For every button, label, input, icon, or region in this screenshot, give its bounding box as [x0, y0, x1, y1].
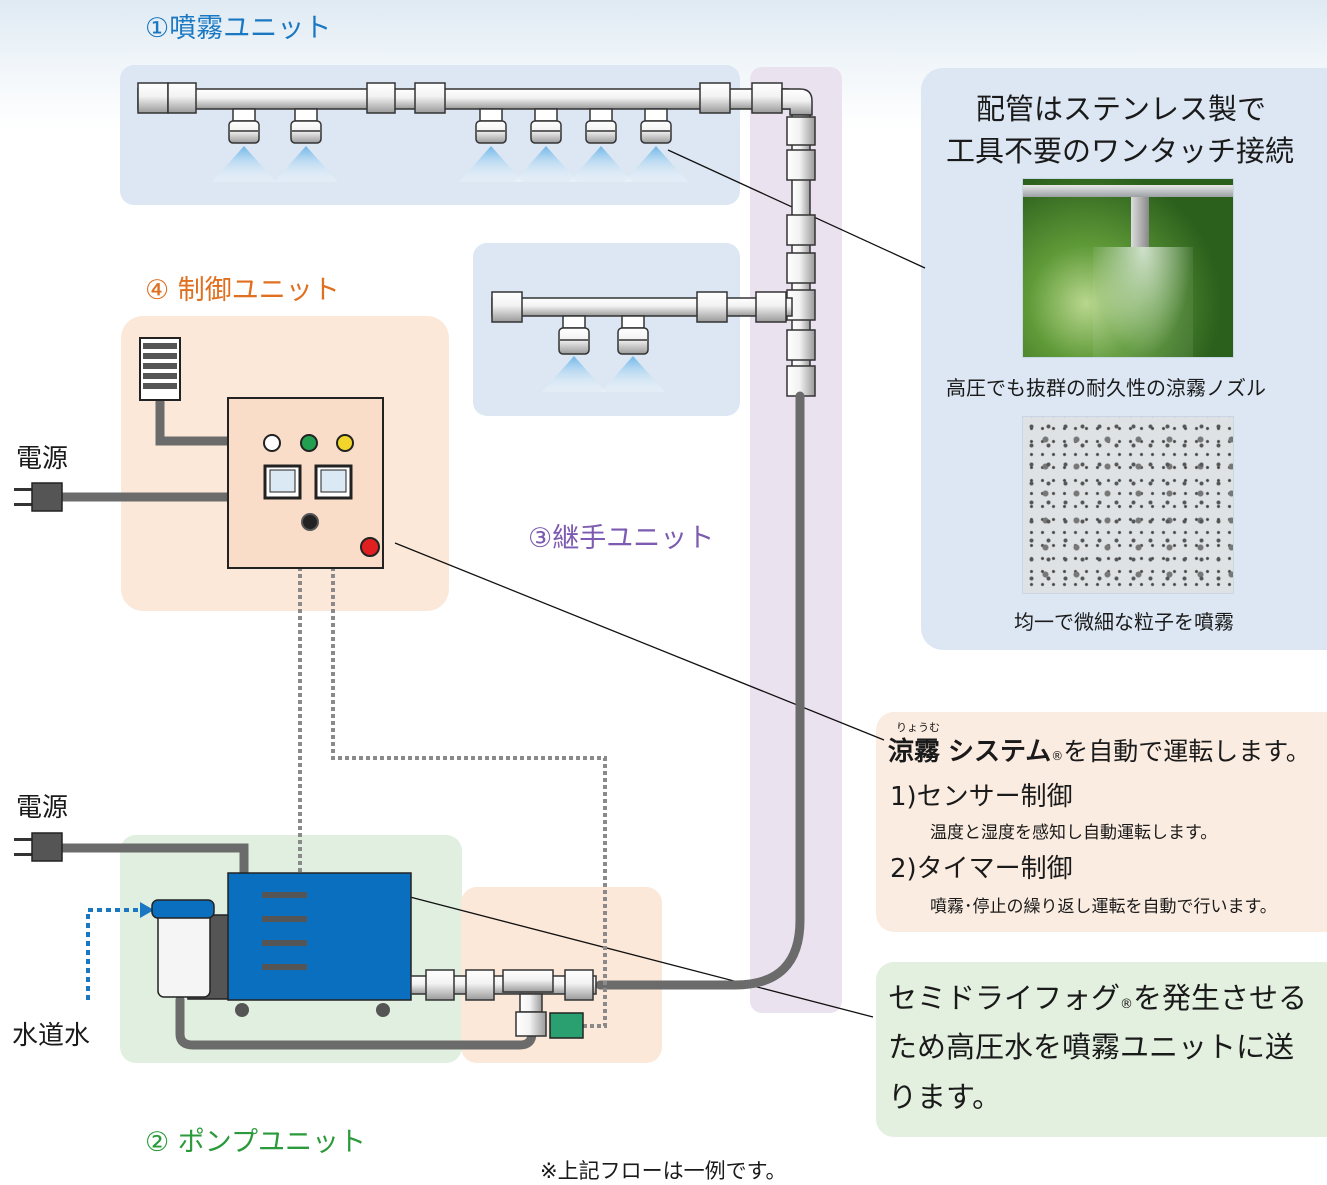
plug-icon-bottom	[14, 832, 63, 862]
main-hose	[595, 391, 805, 990]
timer-control-title: 2)タイマー制御	[890, 854, 1073, 884]
lamp-green	[300, 434, 318, 452]
registered-mark-2: ®	[1120, 997, 1134, 1012]
nozzle-in-photo	[1131, 197, 1149, 247]
pump-note-line2: ため高圧水を噴霧ユニットに送	[888, 1030, 1295, 1064]
nozzles-branch	[558, 315, 649, 355]
particle-photo	[1022, 416, 1234, 594]
power-label-top: 電源	[16, 444, 69, 474]
sensor-control-desc: 温度と湿度を感知し自動運転します。	[930, 823, 1218, 843]
leader-pump	[409, 896, 874, 1018]
ruby-reading: りょうむ	[896, 721, 940, 734]
pump-note-line1-end: を発生させる	[1133, 981, 1308, 1015]
lamp-white	[263, 434, 281, 452]
spray-unit-label: ①噴霧ユニット	[145, 13, 332, 44]
power-label-bottom: 電源	[16, 793, 69, 823]
water-supply-label: 水道水	[12, 1021, 91, 1051]
pump-body	[227, 872, 412, 1001]
registered-mark: ®	[1051, 749, 1064, 763]
nozzle-photo	[1022, 178, 1234, 358]
semidry-fog-word: セミドライフォグ	[888, 981, 1121, 1015]
leader-lines	[394, 149, 926, 1018]
pipe-in-photo	[1023, 185, 1233, 197]
system-word: システム	[948, 737, 1052, 767]
pump-note-panel	[876, 962, 1327, 1137]
control-note-rest: を自動で運転します。	[1063, 737, 1311, 766]
branch-spray-pipe	[491, 291, 793, 323]
hoses	[55, 391, 805, 1050]
control-sensor-cable	[155, 395, 233, 446]
pipe-title-line1: 配管はステンレス製で	[976, 92, 1267, 126]
leader-control	[394, 542, 885, 741]
pump-unit	[151, 872, 412, 1017]
water-arrow-icon	[140, 902, 154, 918]
sensor-icon	[139, 337, 181, 401]
signal-lines	[298, 567, 607, 1028]
control-note-line1: 涼霧システム®を自動で運転します。	[888, 731, 1311, 768]
nozzle-caption: 高圧でも抜群の耐久性の涼霧ノズル	[946, 376, 1266, 400]
pump-power-cable	[55, 843, 249, 879]
control-note-panel	[876, 712, 1327, 932]
vertical-joint-pipe	[786, 114, 816, 397]
brand-name: 涼霧	[888, 737, 941, 767]
pump-outlet-pipe	[410, 969, 597, 1039]
spray-header-pipe	[137, 82, 813, 116]
control-unit-label: ④ 制御ユニット	[145, 275, 340, 306]
joint-unit-label: ③継手ユニット	[528, 523, 715, 554]
lamp-yellow	[336, 434, 354, 452]
pump-note-line1: セミドライフォグ®を発生させる	[888, 975, 1307, 1017]
water-filter	[157, 904, 211, 998]
mist-in-photo	[1093, 247, 1193, 357]
switch-knob	[301, 513, 319, 531]
pipe-title-line2: 工具不要のワンタッチ接続	[946, 134, 1295, 168]
footnote: ※上記フローは一例です。	[540, 1159, 787, 1183]
timer-control-desc: 噴霧･停止の繰り返し運転を自動で行います。	[930, 897, 1277, 917]
particle-caption: 均一で微細な粒子を噴霧	[1014, 610, 1234, 634]
plug-icon-top	[14, 482, 63, 512]
pump-note-line3: ります。	[888, 1080, 1002, 1114]
nozzles-main	[228, 108, 672, 144]
spray-mist-branch	[542, 356, 665, 392]
spray-mist-main	[212, 146, 688, 182]
control-box	[227, 397, 384, 569]
water-supply-line	[86, 908, 140, 1000]
pump-return-hose	[175, 995, 537, 1050]
sensor-control-title: 1)センサー制御	[890, 782, 1073, 812]
stop-button-red	[360, 537, 380, 557]
pump-unit-label: ② ポンプユニット	[145, 1127, 366, 1158]
solenoid-valve	[549, 1012, 584, 1039]
